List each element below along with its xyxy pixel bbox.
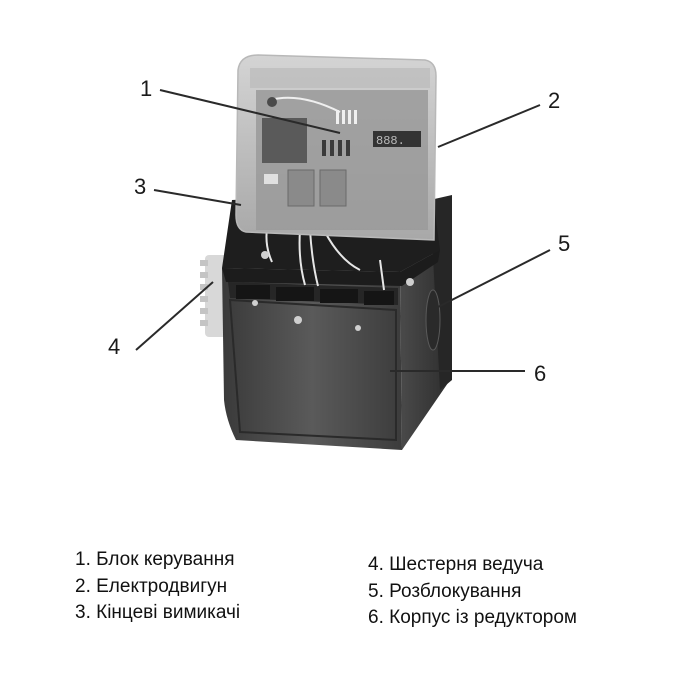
legend-item-limit-switches: 3. Кінцеві вимикачі — [75, 602, 241, 623]
legend-left: 1. Блок керування 2. Електродвигун 3. Кі… — [75, 547, 240, 627]
leader-line-5 — [437, 249, 551, 308]
leader-line-1 — [159, 89, 341, 134]
gate-motor-illustration: 888. — [135, 54, 551, 450]
legend-item-motor: 2. Електродвигун — [75, 575, 228, 597]
callout-3: 3 — [134, 174, 147, 199]
legend-item-unlock: 5. Розблокування — [368, 580, 522, 602]
leader-line-2 — [437, 104, 541, 148]
legend-item-control-unit: 1. Блок керування — [75, 549, 235, 570]
control-unit: 888. — [235, 54, 437, 241]
leader-line-4 — [135, 281, 214, 351]
callout-5: 5 — [558, 231, 571, 256]
callout-4: 4 — [108, 334, 121, 359]
led-display: 888. — [376, 134, 405, 148]
callout-1: 1 — [140, 76, 153, 101]
legend-item-housing: 6. Корпус із редуктором — [368, 607, 577, 628]
leader-line-3 — [153, 189, 242, 206]
legend-item-drive-gear: 4. Шестерня ведуча — [368, 554, 544, 575]
callout-2: 2 — [548, 88, 561, 113]
callout-6: 6 — [534, 361, 547, 386]
legend-right: 4. Шестерня ведуча 5. Розблокування 6. К… — [368, 552, 577, 632]
callout-lines — [135, 89, 551, 372]
product-figure: 888. 1 2 3 4 5 6 — [108, 54, 571, 450]
